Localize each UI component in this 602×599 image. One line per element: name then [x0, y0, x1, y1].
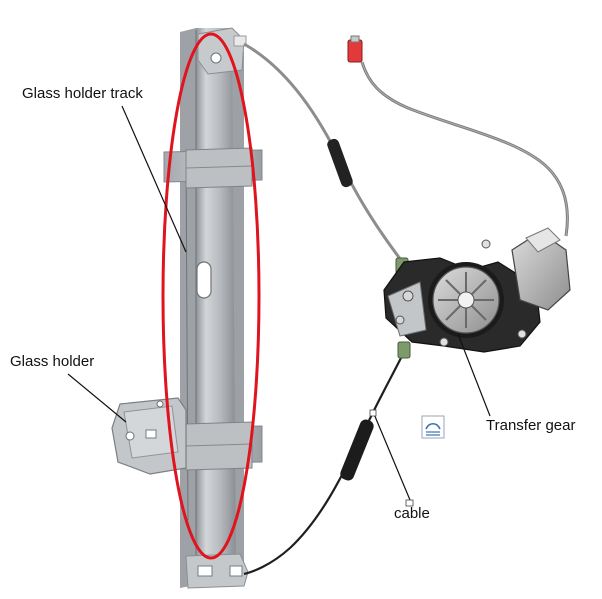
label-glass-holder-track: Glass holder track: [22, 85, 143, 102]
label-cable: cable: [394, 505, 430, 522]
power-wire: [347, 35, 569, 237]
picture-placeholder-icon[interactable]: [421, 415, 445, 439]
leader-line-cable: [373, 413, 411, 501]
highlight-ellipse: [161, 32, 261, 560]
cable-sleeve-upper: [327, 138, 353, 188]
wire-connector: [347, 39, 363, 63]
upper-cable: [243, 42, 409, 275]
cable: [243, 341, 411, 576]
leader-line-glass-holder-track: [121, 105, 187, 253]
transfer-gear: [383, 227, 571, 353]
label-glass-holder: Glass holder: [10, 353, 95, 370]
leader-line-transfer-gear: [457, 333, 491, 417]
cable-sleeve-lower: [340, 419, 374, 481]
label-transfer-gear: Transfer gear: [486, 417, 576, 434]
leader-line-glass-holder: [67, 373, 127, 423]
glass-holder-track: [163, 27, 263, 589]
